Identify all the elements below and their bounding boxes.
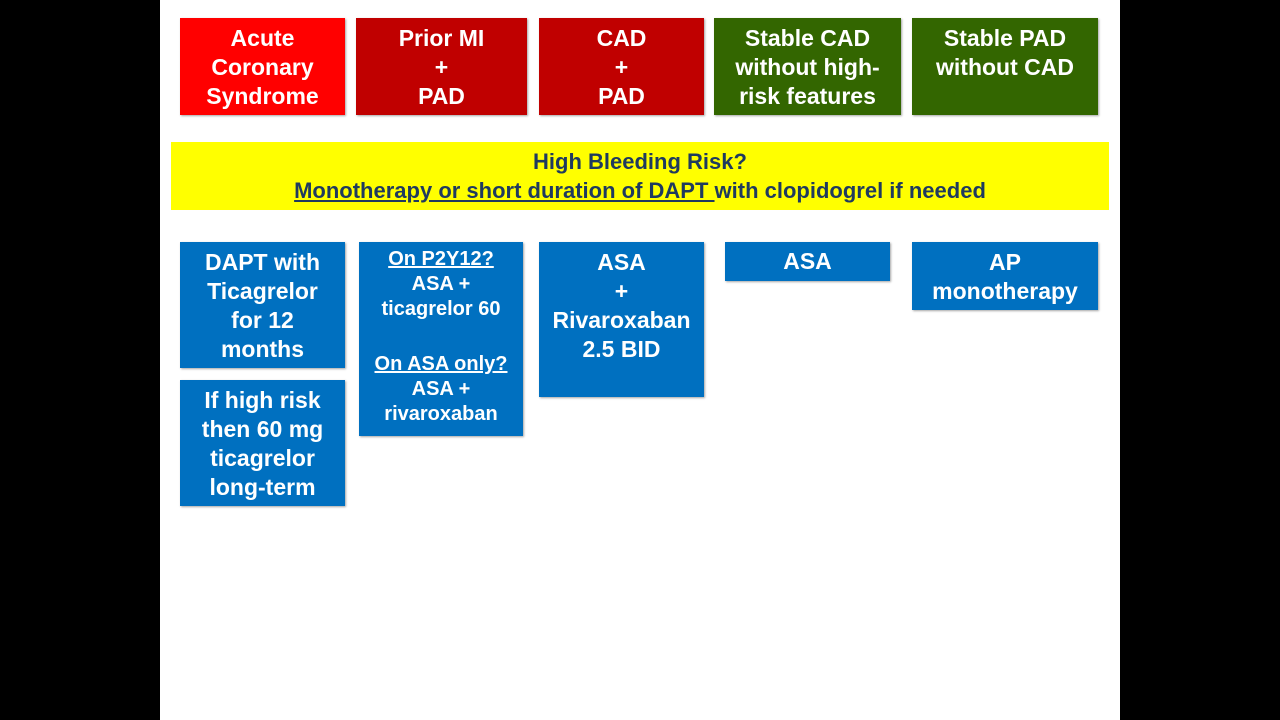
box-line: PAD — [418, 83, 465, 109]
slide: Acute Coronary Syndrome Prior MI + PAD C… — [160, 0, 1120, 720]
box-line: ASA + — [411, 378, 471, 400]
box-line: + — [614, 278, 629, 304]
box-stable-cad-therapy: ASA — [725, 242, 890, 281]
bleeding-risk-banner: High Bleeding Risk? Monotherapy or short… — [171, 142, 1109, 210]
box-cad-pad: CAD + PAD — [539, 18, 704, 115]
box-mi-pad-therapy: On P2Y12? ASA + ticagrelor 60 On ASA onl… — [359, 242, 523, 436]
box-stable-pad-therapy: AP monotherapy — [912, 242, 1098, 310]
box-line: months — [220, 336, 305, 362]
box-line: Acute — [230, 25, 295, 51]
box-stable-cad: Stable CAD without high- risk features — [714, 18, 901, 115]
box-line: Ticagrelor — [207, 278, 318, 304]
box-prior-mi-pad: Prior MI + PAD — [356, 18, 527, 115]
box-line: Rivaroxaban — [552, 307, 691, 333]
box-line: DAPT with — [205, 249, 320, 275]
box-cad-pad-therapy: ASA + Rivaroxaban 2.5 BID — [539, 242, 704, 397]
box-line: CAD — [596, 25, 647, 51]
box-line: Prior MI — [398, 25, 485, 51]
box-line: 2.5 BID — [582, 336, 661, 362]
box-line: without CAD — [936, 54, 1074, 80]
box-line: Stable CAD — [744, 25, 871, 51]
box-line: ASA + — [411, 273, 471, 295]
box-line: risk features — [739, 83, 876, 109]
box-line: Coronary — [211, 54, 314, 80]
box-acute-coronary-syndrome: Acute Coronary Syndrome — [180, 18, 345, 115]
box-line: Syndrome — [206, 83, 319, 109]
banner-subtitle-underlined: Monotherapy or short duration of DAPT — [294, 178, 715, 203]
box-line: without high- — [735, 54, 880, 80]
box-line: + — [434, 54, 449, 80]
box-acs-high-risk: If high risk then 60 mg ticagrelor long-… — [180, 380, 345, 506]
question-on-asa-only: On ASA only? — [374, 353, 508, 375]
banner-subtitle-rest: with clopidogrel if needed — [714, 178, 986, 203]
box-line: rivaroxaban — [384, 403, 498, 425]
banner-title: High Bleeding Risk? — [533, 149, 747, 174]
box-line: AP — [989, 249, 1021, 275]
box-line: PAD — [598, 83, 645, 109]
box-line: long-term — [209, 474, 316, 500]
box-line: ticagrelor — [210, 445, 315, 471]
box-line: ASA — [597, 249, 646, 275]
box-line: monotherapy — [932, 278, 1078, 304]
box-line: then 60 mg — [201, 416, 324, 442]
banner-subtitle: Monotherapy or short duration of DAPT wi… — [294, 176, 986, 205]
box-line: ASA — [783, 248, 832, 274]
question-on-p2y12: On P2Y12? — [388, 248, 494, 270]
box-line: If high risk — [204, 387, 321, 413]
box-line: for 12 — [231, 307, 294, 333]
box-line: Stable PAD — [943, 25, 1067, 51]
box-line: + — [614, 54, 629, 80]
box-stable-pad: Stable PAD without CAD — [912, 18, 1098, 115]
box-line: ticagrelor 60 — [381, 298, 501, 320]
box-acs-dapt: DAPT with Ticagrelor for 12 months — [180, 242, 345, 368]
